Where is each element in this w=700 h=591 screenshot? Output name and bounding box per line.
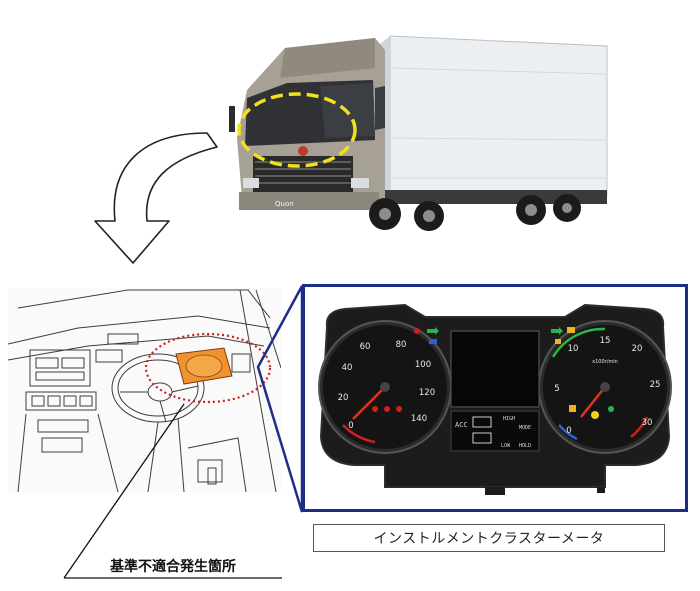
turn-left-icon [427,327,439,335]
speed-tick-0: 0 [348,421,353,431]
pointer-arrow-icon [94,132,218,264]
amber-lamp-icon [555,339,561,344]
tach-tick-5: 5 [554,384,559,394]
display-mode-label: MODE [519,425,531,431]
cockpit-illustration [8,288,281,492]
tach-tick-15: 15 [600,336,611,346]
speed-tick-20: 20 [338,393,349,403]
speed-tick-80: 80 [396,340,407,350]
fault-location-label: 基準不適合発生箇所 [110,559,236,575]
speed-tick-100: 100 [415,360,431,370]
warning-lamp-icon [414,328,420,334]
speed-tick-120: 120 [419,388,435,398]
truck-badge: Quon [275,200,294,208]
tach-tick-0: 0 [566,426,571,436]
cockpit-drawing [8,289,281,492]
speed-tick-60: 60 [360,342,371,352]
high-beam-icon [429,339,437,344]
engine-check-icon [567,327,575,333]
cluster-highlight [175,347,251,385]
tach-tick-25: 25 [650,380,661,390]
display-acc-label: ACC [455,421,468,429]
display-low-label: LOW [501,443,511,449]
cluster-caption: インストルメントクラスターメータ [313,524,665,552]
speed-tick-140: 140 [411,414,427,424]
speed-tick-40: 40 [342,363,353,373]
tach-tick-10: 10 [568,344,579,354]
tach-unit: x100r/min [592,359,618,365]
instrument-cluster-frame: 0 20 40 60 80 100 120 140 0 5 10 15 20 2… [302,284,688,512]
display-hold-label: HOLD [519,443,531,449]
instrument-cluster: 0 20 40 60 80 100 120 140 0 5 10 15 20 2… [318,303,672,495]
tach-tick-20: 20 [632,344,643,354]
display-high-label: HIGH [503,416,515,422]
tach-tick-30: 30 [642,418,653,428]
turn-right-icon [551,327,563,335]
truck-illustration: Quon [229,35,608,231]
